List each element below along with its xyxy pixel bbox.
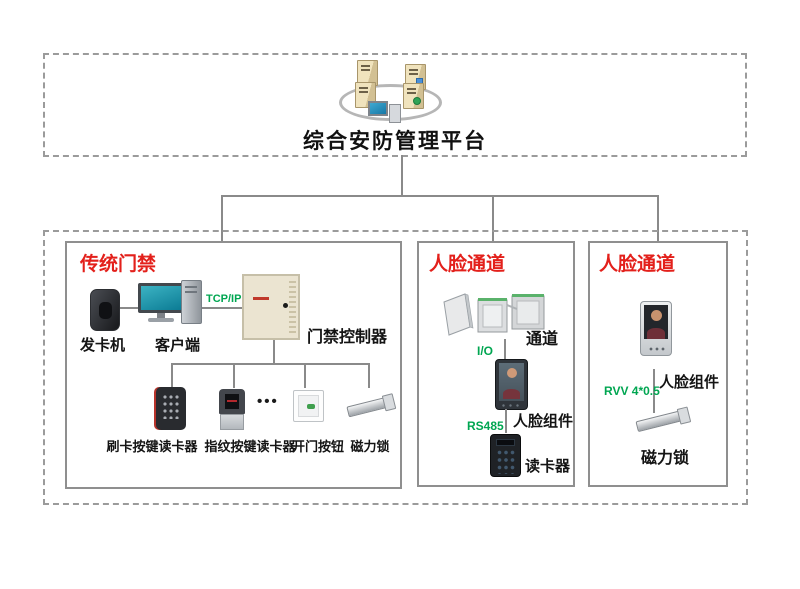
gate-label: 通道: [526, 331, 559, 348]
face-terminal-icon: [495, 359, 528, 410]
connector-line: [120, 307, 139, 309]
connector-line: [171, 363, 173, 388]
card-reader-keypad: [497, 450, 517, 474]
face-terminal-screen: [644, 305, 668, 339]
magnetic-lock-icon: [635, 408, 689, 433]
rs485-link-label: RS485: [467, 419, 504, 433]
fingerprint-reader-base: [220, 414, 244, 430]
subsystems-panel: [43, 230, 748, 505]
ellipsis-dots: •••: [257, 393, 279, 410]
connector-line: [492, 195, 494, 242]
client-monitor-stand: [157, 313, 165, 318]
fingerprint-window: [225, 394, 239, 409]
platform-title: 综合安防管理平台: [303, 130, 487, 153]
face-terminal-buttons: [502, 404, 522, 407]
client-label: 客户端: [155, 337, 201, 354]
swing-gate-icon: [443, 293, 545, 336]
card-reader-icon: [490, 434, 521, 477]
access-controller-icon: [242, 274, 300, 340]
client-tower-icon: [181, 280, 202, 324]
legacy-access-panel: 传统门禁 发卡机 客户端 TCP/IP 门禁控制器 ••• 刷卡按键读卡器 指纹…: [65, 241, 402, 489]
controller-label: 门禁控制器: [307, 329, 388, 346]
management-platform-icon: [336, 56, 446, 126]
device-label: 指纹按键读卡器: [204, 439, 296, 454]
face-lane-title: 人脸通道: [599, 254, 676, 275]
connector-line: [401, 155, 403, 196]
face-lane-panel-2: 人脸通道 人脸组件 RVV 4*0.5 磁力锁: [588, 241, 728, 487]
client-monitor-base: [148, 318, 174, 322]
face-lane-title: 人脸通道: [429, 254, 506, 275]
face-terminal-screen: [499, 363, 524, 401]
server-icon: [403, 83, 424, 109]
device-label: 刷卡按键读卡器: [106, 439, 198, 454]
connector-line: [368, 363, 370, 388]
connector-line: [304, 363, 306, 388]
exit-button-icon: [293, 390, 324, 422]
controller-vent: [289, 281, 296, 333]
platform-panel: [43, 53, 747, 157]
legacy-access-title: 传统门禁: [80, 254, 157, 275]
magnetic-lock-icon: [346, 395, 394, 418]
card-issuer-icon: [90, 289, 120, 331]
lock-label: 磁力锁: [641, 450, 690, 467]
connector-line: [221, 195, 223, 242]
connector-line: [505, 409, 507, 433]
keypad-card-reader-icon: [156, 387, 186, 430]
tcpip-link-label: TCP/IP: [206, 293, 242, 305]
connector-line: [221, 195, 659, 197]
device-label: 开门按钮: [291, 439, 345, 454]
face-unit-label: 人脸组件: [659, 374, 720, 391]
card-issuer-label: 发卡机: [80, 337, 126, 354]
fingerprint-reader-icon: [219, 389, 245, 430]
connector-line: [233, 363, 235, 388]
connector-line: [202, 307, 242, 309]
connector-line: [171, 363, 370, 365]
face-lane-panel-1: 人脸通道 通道 I/O 人脸组件 RS485 读卡器: [417, 241, 575, 487]
connector-line: [273, 340, 275, 364]
connector-line: [504, 339, 506, 361]
cable-spec-label: RVV 4*0.5: [604, 384, 660, 398]
device-label: 磁力锁: [350, 439, 390, 454]
connector-line: [657, 195, 659, 242]
workstation-monitor-icon: [368, 101, 388, 116]
card-reader-screen: [496, 439, 515, 446]
face-unit-label: 人脸组件: [513, 413, 574, 430]
io-link-label: I/O: [477, 344, 494, 358]
keypad-dots: [163, 395, 181, 419]
reader-label: 读卡器: [525, 458, 571, 475]
connector-line: [653, 369, 655, 413]
face-terminal-buttons: [649, 347, 667, 351]
face-terminal-icon: [640, 301, 672, 356]
client-monitor-icon: [138, 283, 185, 313]
workstation-tower-icon: [389, 104, 401, 123]
